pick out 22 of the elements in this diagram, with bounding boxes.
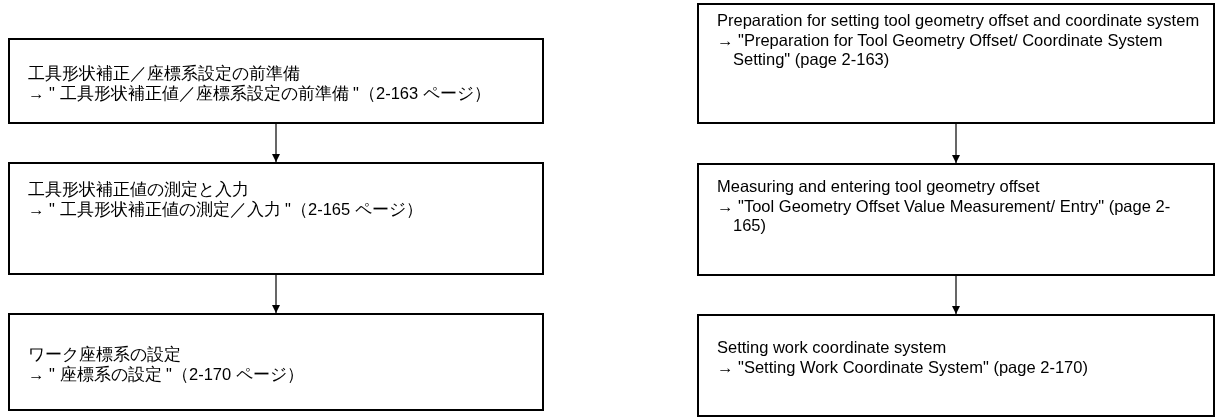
step-title: Setting work coordinate system [717,338,948,358]
step-title: 工具形状補正値の測定と入力 [28,180,250,200]
process-box [8,162,544,275]
process-box [8,313,544,411]
arrow [272,123,280,163]
step-title: 工具形状補正／座標系設定の前準備 [28,64,301,84]
process-box [8,38,544,124]
page-reference: → " 工具形状補正値の測定／入力 "（2-165 ページ） [28,199,424,219]
process-box [697,314,1215,417]
arrow [952,275,960,315]
arrow [952,123,960,164]
page-reference: → " 座標系の設定 "（2-170 ページ） [28,364,305,384]
page-reference: → " 工具形状補正値／座標系設定の前準備 "（2-163 ページ） [28,83,492,103]
process-box [697,163,1215,276]
arrow [272,274,280,314]
step-title: Preparation for setting tool geometry offset and coordinate system [717,11,1201,31]
page-reference: → "Setting Work Coordinate System" (page 2-170) [717,357,1089,377]
step-title: ワーク座標系の設定 [28,345,182,365]
process-box [697,3,1215,124]
step-title: Measuring and entering tool geometry offset [717,177,1041,197]
page-reference: → "Preparation for Tool Geometry Offset/ Coordinate System Setting" (page 2-163) [717,30,1164,70]
page-reference: → "Tool Geometry Offset Value Measurement/ Entry" (page 2-165) [717,196,1172,236]
